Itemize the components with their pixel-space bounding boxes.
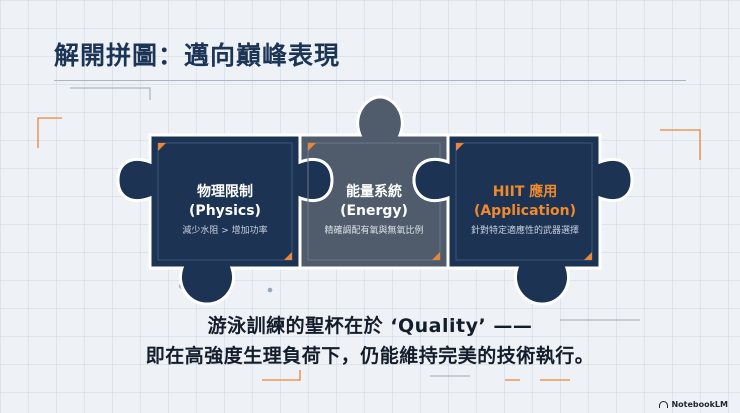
piece-subtitle-physics: (Physics) xyxy=(189,203,261,219)
caption-line-1: 游泳訓練的聖杯在於 ‘Quality’ —— xyxy=(207,315,533,337)
piece-title-energy: 能量系統 xyxy=(346,183,402,200)
piece-shape-application xyxy=(412,133,634,306)
corner-markers xyxy=(158,143,592,260)
piece-desc-energy: 精確調配有氧與無氧比例 xyxy=(324,224,423,236)
notebooklm-watermark: NotebookLM xyxy=(659,400,728,409)
caption-line-2: 即在高強度生理負荷下，仍能維持完美的技術執行。 xyxy=(145,345,595,367)
piece-subtitle-application: (Application) xyxy=(474,203,576,219)
page-title: 解開拼圖：邁向巔峰表現 xyxy=(54,41,341,70)
piece-desc-physics: 減少水阻 > 增加功率 xyxy=(182,224,267,236)
accent-lines xyxy=(37,117,701,381)
piece-subtitle-energy: (Energy) xyxy=(340,203,408,219)
title-divider xyxy=(54,80,686,81)
piece-title-application: HIIT 應用 xyxy=(493,183,558,200)
puzzle-piece-application xyxy=(412,133,634,306)
notebooklm-logo-icon xyxy=(659,401,669,408)
brand-label: NotebookLM xyxy=(671,400,728,409)
piece-title-physics: 物理限制 xyxy=(197,183,253,200)
piece-desc-application: 針對特定適應性的武器選擇 xyxy=(471,224,579,236)
